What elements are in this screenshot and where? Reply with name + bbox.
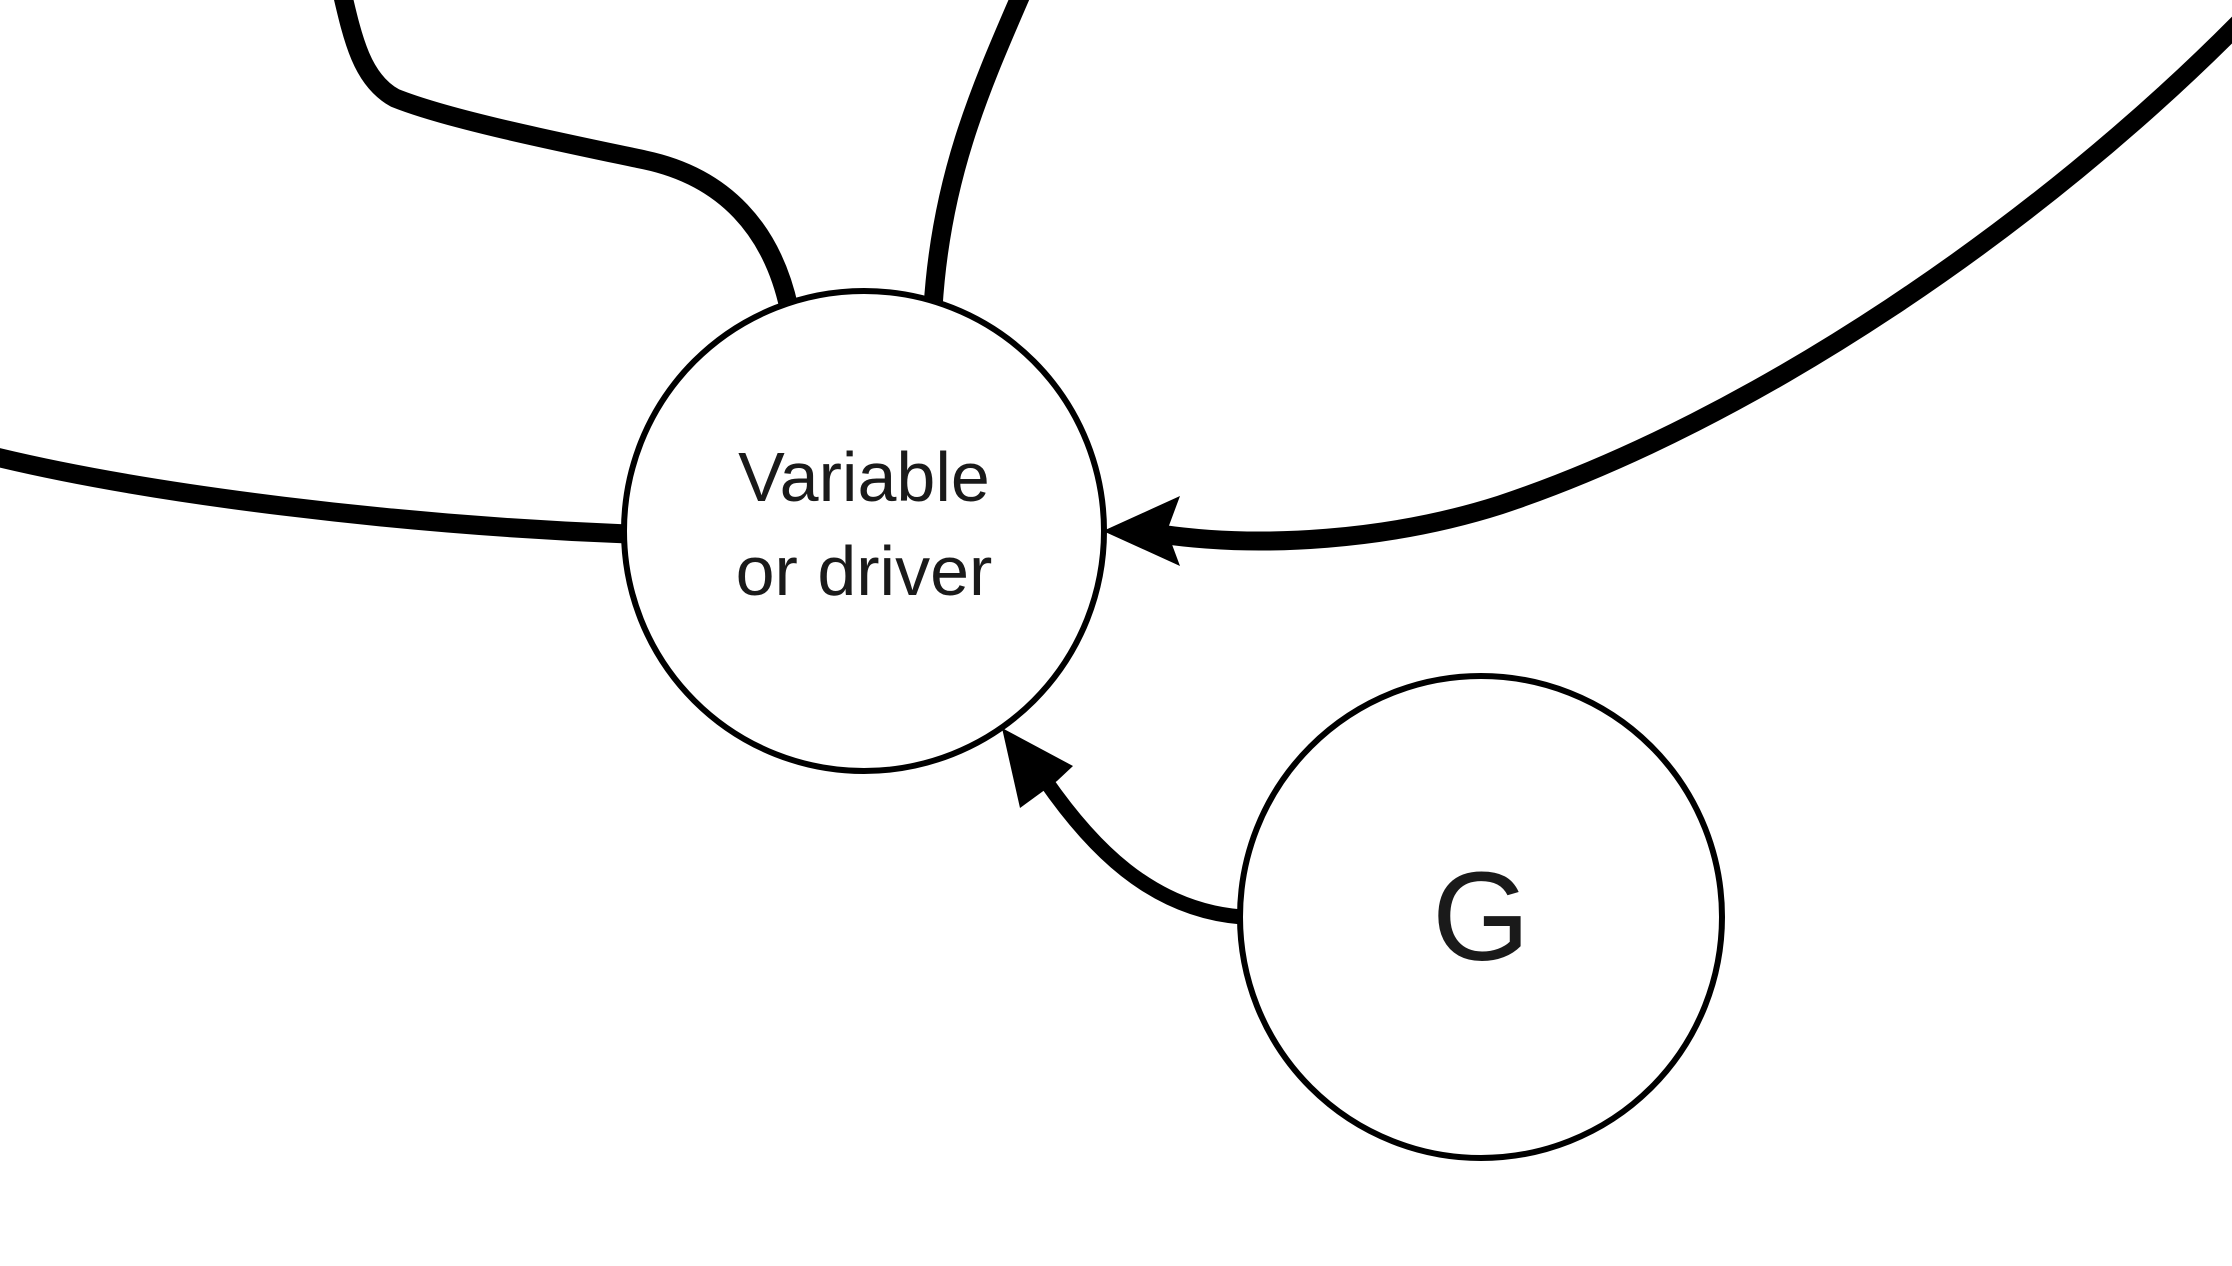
edge-right (1158, 16, 2232, 551)
arrowhead-right-edge-icon (1103, 496, 1180, 566)
edge-left (0, 448, 629, 544)
arrowhead-g-edge-icon (1002, 728, 1073, 808)
edge-g-to-variable (1038, 775, 1243, 925)
variable-node-label-line1: Variable (738, 437, 990, 516)
g-node-circle (1237, 673, 1725, 1161)
variable-node-label-line2: or driver (735, 532, 993, 610)
g-node-label-text: G (1431, 846, 1530, 987)
edge-top (923, 0, 1030, 309)
edge-top-left (334, 0, 799, 311)
g-node-label: G (1331, 842, 1631, 992)
variable-node-label: Variable or driver (614, 427, 1114, 621)
